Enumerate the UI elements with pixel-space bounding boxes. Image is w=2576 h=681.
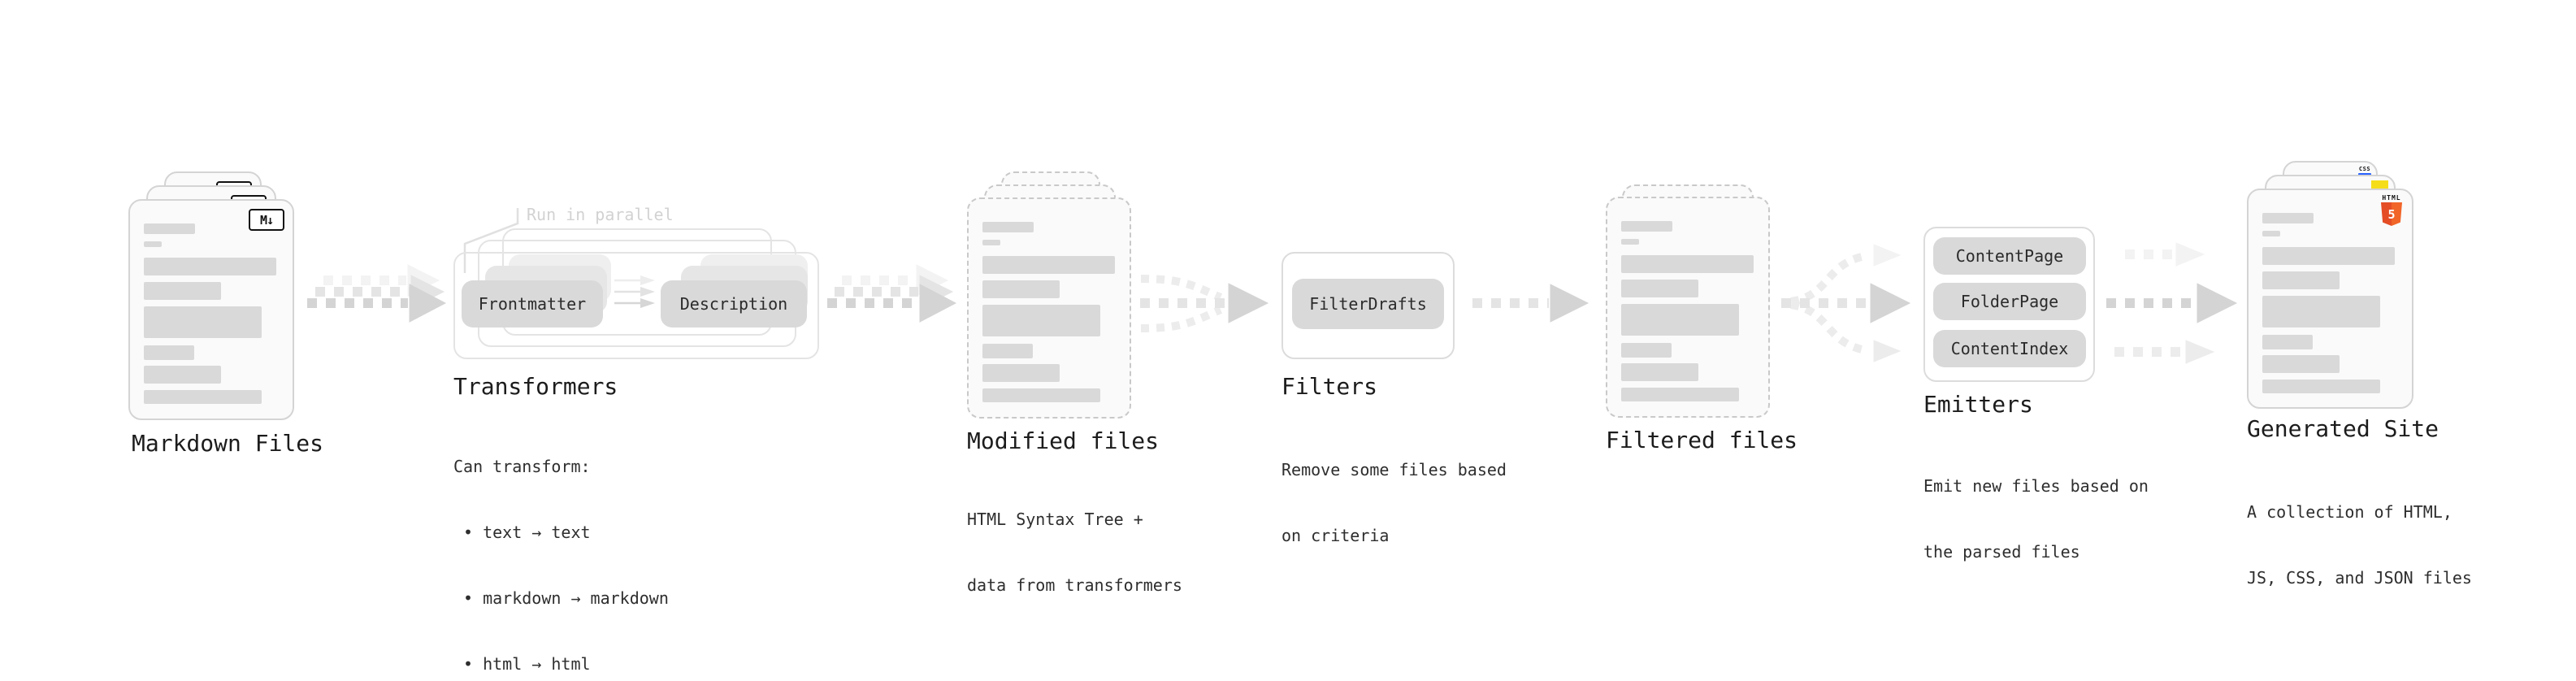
flow-arrow-filters-to-filtered — [1472, 284, 1589, 323]
transformer-box-frontmatter: Frontmatter — [462, 280, 603, 327]
markdown-icon: M↓ — [249, 209, 284, 231]
filter-box-filterdrafts: FilterDrafts — [1292, 279, 1444, 329]
css-icon-underline — [2358, 173, 2371, 176]
description-line: data from transformers — [967, 575, 1182, 595]
modified-file-card-front — [967, 197, 1131, 419]
filtered-files-label: Filtered files — [1606, 427, 1798, 453]
description-line: A collection of HTML, — [2247, 502, 2452, 522]
modified-files-description: HTML Syntax Tree + data from transformer… — [967, 465, 1182, 640]
emitter-box-contentindex: ContentIndex — [1933, 330, 2086, 367]
filters-description: Remove some files based on criteria — [1281, 415, 1507, 591]
transformers-label: Transformers — [453, 373, 618, 400]
markdown-files-label: Markdown Files — [132, 430, 324, 457]
run-in-parallel-annotation: Run in parallel — [527, 205, 674, 224]
flow-arrow-markdown-to-transformers — [307, 264, 447, 323]
modified-files-label: Modified files — [967, 427, 1160, 454]
css-icon-word: CSS — [2358, 166, 2371, 172]
html5-icon-word: HTML — [2382, 194, 2401, 202]
html5-icon-number: 5 — [2387, 206, 2396, 222]
document-text-placeholder — [1621, 221, 1760, 401]
generated-file-card-html: HTML 5 — [2247, 189, 2413, 409]
description-line: the parsed files — [1923, 542, 2080, 562]
description-line: Remove some files based — [1281, 460, 1507, 479]
document-text-placeholder — [982, 222, 1121, 402]
description-line: HTML Syntax Tree + — [967, 510, 1143, 529]
description-line: on criteria — [1281, 526, 1390, 545]
generated-site-label: Generated Site — [2247, 415, 2439, 442]
description-line: Emit new files based on — [1923, 476, 2149, 496]
transformers-description: Can transform: text → text markdown → ma… — [453, 412, 669, 681]
emitter-box-folderpage: FolderPage — [1933, 283, 2086, 320]
generated-site-description: A collection of HTML, JS, CSS, and JSON … — [2247, 458, 2472, 633]
markdown-file-card-front: M↓ — [128, 199, 294, 420]
transformers-description-heading: Can transform: — [453, 457, 591, 476]
transformer-frame-front — [453, 252, 819, 359]
document-text-placeholder — [2262, 213, 2404, 393]
css-icon: CSS — [2358, 167, 2371, 176]
transformers-bullet: markdown → markdown — [453, 588, 669, 609]
flow-arrow-transformers-to-modified — [827, 264, 957, 323]
flow-arrow-emitters-to-generated — [2106, 242, 2238, 364]
filtered-file-card-front — [1606, 197, 1770, 418]
transformer-parallel-arrows — [614, 275, 655, 308]
html5-icon-shield: 5 — [2381, 202, 2402, 226]
emitters-description: Emit new files based on the parsed files — [1923, 432, 2149, 607]
markdown-icon-glyph: M↓ — [259, 212, 274, 228]
transformers-bullet: html → html — [453, 653, 669, 675]
emitters-label: Emitters — [1923, 391, 2033, 418]
emitter-box-contentpage: ContentPage — [1933, 237, 2086, 275]
transformer-box-description: Description — [661, 280, 807, 327]
transformers-bullet: text → text — [453, 522, 669, 544]
flow-arrow-modified-to-filters — [1140, 275, 1269, 332]
filters-label: Filters — [1281, 373, 1378, 400]
html5-icon: HTML 5 — [2379, 194, 2404, 226]
document-text-placeholder — [144, 223, 284, 404]
description-line: JS, CSS, and JSON files — [2247, 568, 2472, 588]
flow-arrow-filtered-to-emitters — [1781, 244, 1911, 362]
